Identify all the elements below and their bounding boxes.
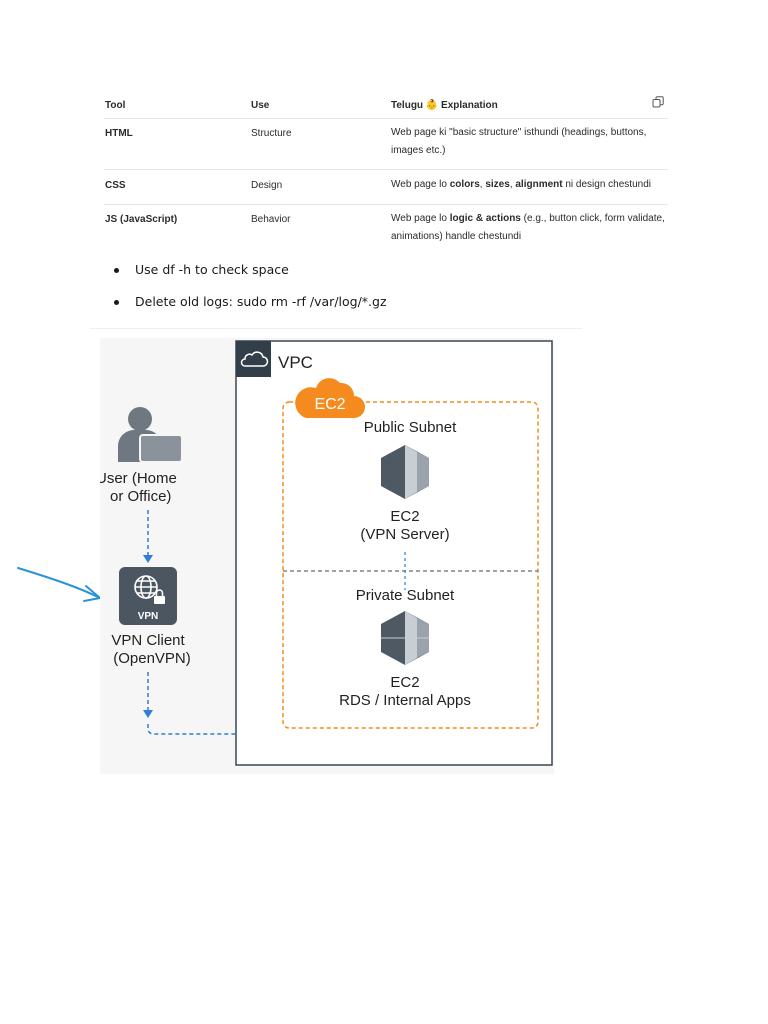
cell-tool: CSS bbox=[105, 180, 126, 191]
user-icon bbox=[118, 407, 183, 463]
vpn-client-label-line1: VPN Client bbox=[111, 632, 185, 649]
globe-lock-icon bbox=[134, 575, 158, 599]
explanation-text: ni design chestundi bbox=[562, 179, 651, 190]
table-row: CSS Design Web page lo colors, sizes, al… bbox=[104, 170, 668, 205]
header-explanation: Telugu 👶 Explanation bbox=[391, 100, 498, 111]
explanation-text: , bbox=[509, 179, 516, 190]
divider bbox=[90, 328, 582, 329]
tools-table: Tool Use Telugu 👶 Explanation HTML Struc… bbox=[104, 92, 668, 253]
internal-label-line1: EC2 bbox=[390, 674, 420, 691]
explanation-text: Web page lo bbox=[391, 179, 450, 190]
vpc-label: VPC bbox=[278, 353, 313, 372]
cell-use: Design bbox=[251, 180, 283, 191]
vpc-cloud-tile bbox=[236, 341, 271, 377]
explanation-line: Web page lo logic & actions (e.g., butto… bbox=[391, 210, 671, 228]
hand-drawn-arrow-icon bbox=[17, 567, 101, 602]
cell-explanation: Web page ki "basic structure" isthundi (… bbox=[391, 124, 671, 160]
cell-tool: HTML bbox=[105, 128, 133, 139]
header-tool: Tool bbox=[105, 100, 126, 111]
vpn-to-vpc-connector bbox=[147, 724, 236, 735]
vpn-server-label-line2: (VPN Server) bbox=[360, 526, 450, 543]
cell-use: Behavior bbox=[251, 214, 291, 225]
explanation-text: , bbox=[479, 179, 486, 190]
cell-tool: JS (JavaScript) bbox=[105, 214, 178, 225]
explanation-bold: logic & actions bbox=[449, 213, 521, 224]
vpn-client-label-line2: (OpenVPN) bbox=[113, 650, 191, 667]
header-use: Use bbox=[251, 100, 270, 111]
cell-explanation: Web page lo logic & actions (e.g., butto… bbox=[391, 210, 671, 246]
cell-use: Structure bbox=[251, 128, 292, 139]
explanation-bold: alignment bbox=[515, 179, 563, 190]
explanation-line: animations) handle chestundi bbox=[391, 231, 522, 242]
vpc-boundary bbox=[235, 340, 553, 766]
vpn-server-label-line1: EC2 bbox=[390, 508, 420, 525]
table-header-row: Tool Use Telugu 👶 Explanation bbox=[104, 92, 668, 119]
user-label-line2: or Office) bbox=[110, 488, 172, 505]
diagram-shapes bbox=[118, 340, 553, 766]
internal-label-line2: RDS / Internal Apps bbox=[339, 692, 471, 709]
cloud-icon bbox=[240, 351, 269, 367]
user-label-line1: User (Home bbox=[100, 470, 177, 487]
bullet-list: Use df -h to check space Delete old logs… bbox=[112, 262, 387, 326]
ec2-cloud-badge bbox=[295, 378, 365, 418]
vpn-architecture-diagram: VPC EC2 Public Subnet EC2 (VPN Server) P… bbox=[100, 338, 554, 774]
explanation-text: Web page lo bbox=[391, 213, 450, 224]
copy-icon[interactable] bbox=[652, 96, 664, 108]
ec2-badge-label: EC2 bbox=[314, 396, 346, 413]
cell-explanation: Web page lo colors, sizes, alignment ni … bbox=[391, 176, 671, 194]
explanation-bold: colors bbox=[449, 179, 480, 190]
subnet-region bbox=[282, 401, 539, 729]
vpn-icon-label: VPN bbox=[137, 611, 159, 622]
bullet-item: Use df -h to check space bbox=[112, 262, 387, 294]
ec2-vpn-server-icon bbox=[381, 445, 429, 499]
bullet-item: Delete old logs: sudo rm -rf /var/log/*.… bbox=[112, 294, 387, 326]
explanation-line: images etc.) bbox=[391, 145, 446, 156]
explanation-line: Web page ki "basic structure" isthundi (… bbox=[391, 127, 647, 138]
public-subnet-label: Public Subnet bbox=[363, 419, 457, 436]
explanation-bold: sizes bbox=[485, 179, 510, 190]
ec2-internal-icon bbox=[381, 611, 429, 665]
table-row: HTML Structure Web page ki "basic struct… bbox=[104, 119, 668, 170]
table-row: JS (JavaScript) Behavior Web page lo log… bbox=[104, 205, 668, 253]
private-subnet-label: Private Subnet bbox=[355, 587, 455, 604]
explanation-text: (e.g., button click, form validate, bbox=[520, 213, 665, 224]
